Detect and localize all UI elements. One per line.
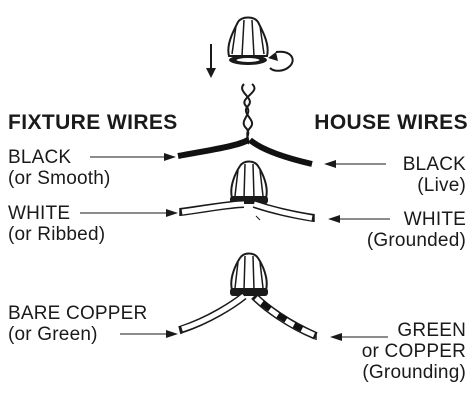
white-fixture-wire	[179, 200, 245, 216]
house-wires-heading: HOUSE WIRES	[314, 111, 468, 134]
house-white-note: (Grounded)	[366, 230, 466, 251]
wire-nut-bottom	[230, 252, 268, 296]
house-black-note: (Live)	[417, 175, 466, 196]
ribbed-tick-mark	[255, 215, 261, 221]
fixture-white-label: WHITE	[8, 203, 71, 224]
black-house-wire	[248, 137, 313, 167]
leader-black-right	[324, 160, 386, 168]
black-fixture-wire	[177, 137, 250, 159]
wire-nut-top	[227, 16, 269, 65]
house-ground-note: (Grounding)	[362, 362, 466, 383]
down-arrow-icon	[206, 44, 216, 78]
leader-white-right	[328, 215, 390, 223]
fixture-copper-note: (or Green)	[8, 324, 98, 345]
fixture-black-note: (or Smooth)	[8, 168, 111, 189]
leader-copper-left	[120, 330, 178, 338]
leader-black-left	[90, 153, 176, 161]
fixture-copper-label: BARE COPPER	[8, 303, 148, 324]
house-white-label: WHITE	[403, 209, 466, 230]
green-copper-house-wire	[251, 293, 318, 340]
white-house-wire	[252, 200, 315, 222]
fixture-wires-heading: FIXTURE WIRES	[8, 111, 178, 134]
leader-copper-right	[330, 333, 388, 341]
house-ground-label-2: or COPPER	[361, 341, 466, 362]
wire-nut-middle	[230, 160, 268, 204]
house-black-label: BLACK	[402, 154, 466, 175]
fixture-black-label: BLACK	[8, 147, 72, 168]
fixture-white-note: (or Ribbed)	[8, 224, 106, 245]
leader-white-left	[80, 209, 178, 217]
twisted-wires	[241, 83, 256, 145]
bare-copper-fixture-wire	[178, 292, 247, 335]
house-ground-label: GREEN	[397, 320, 466, 341]
twist-arrow-icon	[268, 50, 294, 72]
